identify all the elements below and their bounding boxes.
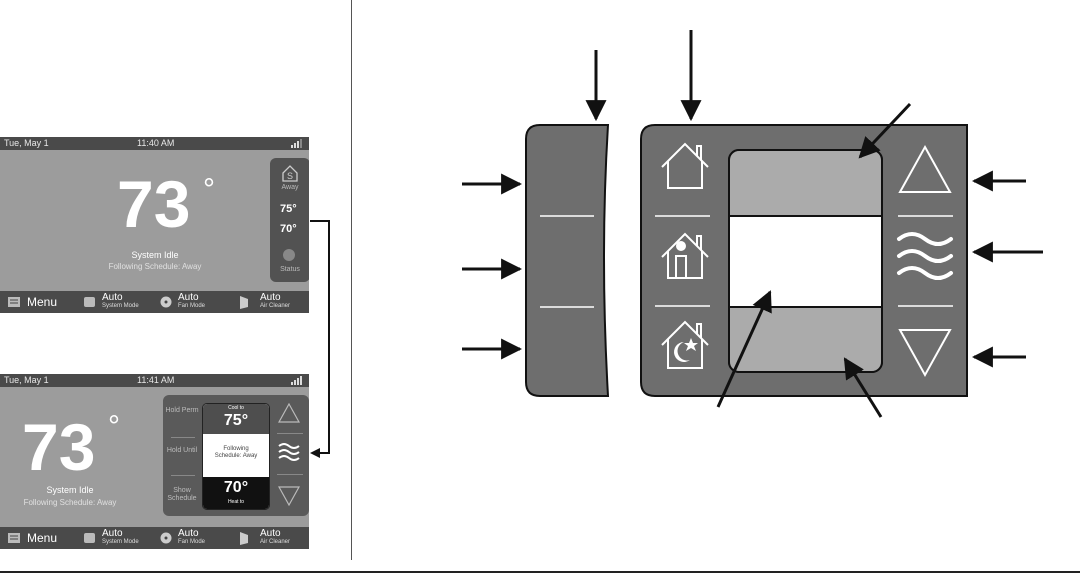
thermostat-screen-setpoint: Tue, May 1 11:41 AM 73 ° System Idle Fol…	[0, 374, 309, 549]
menu-icon	[8, 533, 20, 543]
system-mode-value: Auto	[102, 528, 123, 539]
setpoint-panel: Hold Perm Hold Until Show Schedule Cool …	[163, 395, 309, 516]
following-schedule-text: Following Schedule: Away	[214, 446, 258, 459]
bottom-bar: Menu Auto System Mode Auto Fan Mode Auto…	[0, 291, 309, 313]
menu-label: Menu	[27, 295, 58, 309]
schedule-house-icon: S	[282, 165, 298, 182]
occupied-home-icon[interactable]	[661, 232, 709, 279]
system-mode-button[interactable]: Auto System Mode	[82, 291, 154, 313]
cool-to-label: Cool to	[228, 405, 244, 411]
fan-waves-icon[interactable]	[897, 232, 953, 280]
status-label: Status	[280, 266, 300, 273]
separator	[171, 475, 195, 476]
heat-setpoint[interactable]: 70°	[280, 223, 297, 235]
system-mode-button[interactable]: Auto System Mode	[82, 527, 154, 549]
air-cleaner-icon	[240, 296, 248, 309]
schedule-status: Following Schedule: Away	[23, 498, 117, 507]
connector-arrow	[310, 220, 330, 458]
arrow-display-top	[858, 102, 912, 159]
away-label: Away	[281, 184, 299, 191]
fan-mode-value: Auto	[178, 292, 199, 303]
arrow-display-bottom	[843, 357, 883, 418]
thermostat-screen-home: Tue, May 1 11:40 AM 73 ° System Idle Fol…	[0, 137, 309, 313]
menu-button[interactable]: Menu	[0, 291, 80, 313]
sleep-home-icon[interactable]	[661, 320, 709, 369]
setpoint-display: Cool to 75° Following Schedule: Away 70°…	[202, 403, 270, 510]
system-status: System Idle	[131, 250, 179, 260]
display-top-section[interactable]	[730, 151, 881, 216]
fan-icon	[160, 296, 172, 308]
fan-mode-button[interactable]: Auto Fan Mode	[158, 527, 230, 549]
signal-icon	[291, 139, 302, 148]
degree-symbol: °	[108, 410, 120, 443]
system-mode-icon	[84, 533, 95, 543]
air-cleaner-label: Air Cleaner	[260, 303, 291, 309]
degree-symbol: °	[203, 173, 215, 206]
air-cleaner-value: Auto	[260, 528, 281, 539]
up-arrow-icon[interactable]	[898, 144, 952, 193]
svg-text:S: S	[287, 171, 293, 181]
control-diagram	[462, 30, 1043, 418]
display-bottom-section[interactable]	[730, 307, 881, 371]
bottom-bar: Menu Auto System Mode Auto Fan Mode Auto…	[0, 527, 309, 549]
fan-mode-button[interactable]: Auto Fan Mode	[158, 291, 230, 313]
separator	[171, 437, 195, 438]
air-cleaner-value: Auto	[260, 292, 281, 303]
indoor-temperature: 73	[117, 167, 191, 241]
status-bar: Tue, May 1 11:40 AM	[0, 137, 309, 150]
fan-icon	[160, 532, 172, 544]
side-panel[interactable]: S Away 75° 70° Status	[270, 158, 309, 282]
fan-mode-value: Auto	[178, 528, 199, 539]
status-bar: Tue, May 1 11:41 AM	[0, 374, 309, 387]
down-arrow-icon[interactable]	[898, 329, 952, 378]
menu-label: Menu	[27, 531, 58, 545]
air-cleaner-button[interactable]: Auto Air Cleaner	[236, 527, 308, 549]
status-dot	[283, 249, 295, 261]
callout-arrows	[462, 30, 1043, 418]
system-mode-value: Auto	[102, 292, 123, 303]
air-cleaner-label: Air Cleaner	[260, 539, 291, 545]
home-icon[interactable]	[661, 142, 709, 189]
menu-icon	[8, 297, 20, 307]
fan-mode-label: Fan Mode	[178, 303, 206, 309]
side-button-strip	[525, 124, 610, 397]
system-mode-label: System Mode	[102, 303, 139, 309]
cool-setpoint[interactable]: 75°	[280, 203, 297, 215]
heat-to-label: Heat to	[227, 499, 245, 505]
menu-button[interactable]: Menu	[0, 527, 80, 549]
divider-line	[351, 0, 352, 560]
system-mode-label: System Mode	[102, 539, 139, 545]
cool-value: 75°	[223, 412, 249, 429]
hold-until-button[interactable]: Hold Until	[166, 447, 198, 454]
show-schedule-button[interactable]: Show Schedule	[167, 487, 197, 502]
indoor-temperature: 73	[22, 410, 96, 484]
heat-section[interactable]: 70° Heat to	[203, 477, 269, 509]
fan-waves-icon[interactable]	[277, 441, 301, 463]
air-cleaner-button[interactable]: Auto Air Cleaner	[236, 291, 308, 313]
date-label: Tue, May 1	[4, 375, 49, 385]
time-label: 11:40 AM	[137, 138, 175, 148]
hold-perm-button[interactable]: Hold Perm	[165, 407, 199, 414]
time-label: 11:41 AM	[137, 375, 175, 385]
separator	[277, 433, 303, 434]
signal-icon	[291, 376, 302, 385]
separator	[277, 474, 303, 475]
bottom-rule	[0, 571, 1080, 573]
down-arrow-icon[interactable]	[278, 486, 300, 506]
air-cleaner-icon	[240, 532, 248, 545]
up-arrow-icon[interactable]	[278, 403, 300, 423]
date-label: Tue, May 1	[4, 138, 49, 148]
system-status: System Idle	[46, 485, 94, 495]
arrow-display-middle	[716, 290, 772, 408]
fan-mode-label: Fan Mode	[178, 539, 206, 545]
heat-value: 70°	[223, 479, 249, 496]
system-mode-icon	[84, 297, 95, 307]
schedule-status: Following Schedule: Away	[108, 262, 202, 271]
cool-section[interactable]: Cool to 75°	[203, 404, 269, 434]
